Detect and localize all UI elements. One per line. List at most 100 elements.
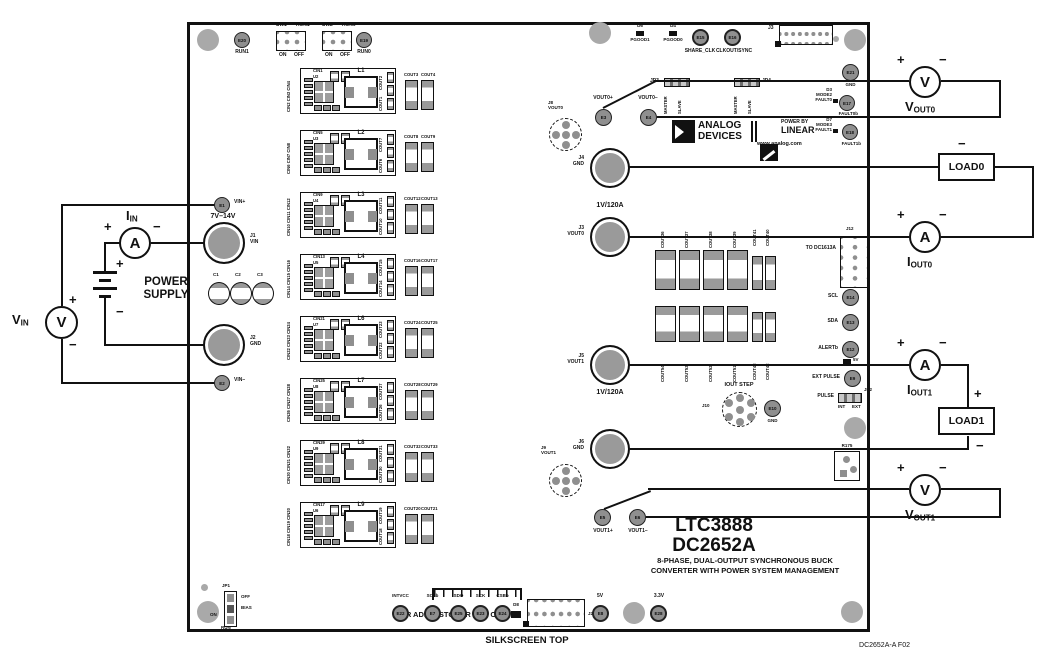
channel-inductor-label: L6: [357, 316, 365, 322]
cout-bank-label: COUT37: [684, 231, 689, 248]
vout1-plus: +: [897, 460, 905, 475]
channel-small-cap: [304, 276, 313, 280]
d8-label: D8: [513, 602, 519, 607]
channel-cout-cap: [387, 382, 394, 393]
wire-vin-left: [61, 339, 63, 384]
j2-gnd-terminal: [203, 324, 245, 366]
share-clk-label: SHARE_CLK: [684, 48, 716, 54]
wire-vout0-right: [999, 80, 1001, 118]
channel-cout-cap: [387, 395, 394, 406]
channel-cout-ext-cap: [421, 328, 434, 358]
channel-cap: [330, 195, 339, 206]
cout-bank-cap: [679, 306, 700, 342]
channel-side-refs: CIN22 CIN23 CIN24: [286, 322, 291, 360]
channel-cin-ref: CIN21: [313, 316, 325, 321]
wire-vout1-bottom: [646, 516, 1001, 518]
channel-cout-ext-cap: [405, 390, 418, 420]
input-cap: [208, 282, 230, 305]
channel-cout-cap: [387, 98, 394, 110]
c3-label: C3: [257, 272, 263, 277]
channel-cout-ext-cap: [421, 204, 434, 234]
channel-cout-cap: [387, 196, 394, 207]
channel-small-cap: [304, 530, 313, 534]
pgood1-label: PGOOD1: [630, 37, 650, 42]
iout0-meter-label: IOUT0: [907, 254, 933, 270]
channel-cout-ext-cap: [405, 514, 418, 544]
bottom-pad: E24: [494, 605, 511, 622]
channel-inductor-pad: [368, 87, 377, 98]
j5-rating-label: 1V/120A: [596, 389, 624, 396]
channel-small-cap: [332, 105, 340, 111]
channel-cout-cap: [387, 258, 394, 269]
channel-small-cap: [314, 105, 322, 111]
channel-cout-ext-cap: [405, 452, 418, 482]
channel-cin-ref: CIN1: [313, 68, 323, 73]
alertb-label: ALERTb: [818, 345, 838, 351]
cout-bank-label: COUT52: [708, 365, 713, 382]
channel-cin-ref: CIN29: [313, 440, 325, 445]
channel-small-cap: [323, 105, 331, 111]
channel-block-outline: [300, 254, 396, 300]
jp3-jumper: [664, 78, 690, 87]
vout1-minus: −: [939, 460, 947, 475]
j4-gnd-terminal: [590, 148, 630, 188]
channel-cout-label: COUT31: [378, 445, 383, 462]
jp1-off-label: OFF: [241, 594, 250, 599]
channel-inductor-pad: [368, 211, 377, 222]
channel-small-cap: [304, 288, 313, 292]
jp1-label: JP1: [222, 583, 231, 588]
wire-battery-bottom: [104, 298, 106, 345]
cout-bank-cap: [655, 306, 676, 342]
channel-cout-ext-cap: [421, 390, 434, 420]
wire-j6-load1: [628, 448, 969, 450]
channel-cap: [330, 505, 339, 516]
fiducial-dot: [833, 36, 839, 42]
wire-gnd-j2: [104, 344, 206, 346]
mounting-hole: [589, 22, 611, 44]
channel-small-cap: [304, 450, 313, 454]
channel-cout-cap: [387, 72, 394, 83]
channel-cout-ext-cap: [421, 142, 434, 172]
channel-side-refs: CIN6 CIN7 CIN8: [286, 143, 291, 174]
channel-inductor-label: L9: [357, 502, 365, 508]
channel-small-cap: [304, 214, 313, 218]
battery-plus: +: [116, 256, 124, 271]
channel-small-cap: [304, 102, 313, 106]
load0-box: LOAD0: [938, 153, 995, 181]
channel-small-cap: [304, 394, 313, 398]
cout-bank-cap: [655, 250, 676, 290]
j22-header: [527, 599, 585, 627]
e21-label: GND: [845, 82, 856, 87]
analog-url: www.analog.com: [757, 141, 802, 147]
channel-inductor-pad: [368, 273, 377, 284]
board-description-line1: 8-PHASE, DUAL-OUTPUT SYNCHRONOUS BUCK: [657, 556, 833, 565]
channel-block-outline: [300, 68, 396, 114]
channel-small-cap: [304, 78, 313, 82]
iout1-meter-label: IOUT1: [907, 382, 933, 398]
e6-vout1-minus-pad: E6: [629, 509, 646, 526]
channel-cap: [330, 381, 339, 392]
bottom-pad: E23: [472, 605, 489, 622]
vin-meter-label: VIN: [12, 312, 29, 328]
e19-run0-pad: E19: [356, 32, 372, 48]
channel-cap: [330, 71, 339, 82]
j10-iout-step-connector: [722, 392, 757, 427]
vout1-meter-label: VOUT1: [905, 507, 936, 523]
cout-bank-label: COUT41: [752, 229, 757, 246]
ruler-icon: [432, 588, 522, 600]
channel-cout-cap: [387, 320, 394, 331]
channel-small-cap: [304, 202, 313, 206]
sw1-switch: [276, 31, 306, 51]
channel-cout-ext-label: COUT13: [421, 196, 438, 201]
j22-label: J22: [588, 611, 596, 617]
channel-power-stage-chip: [314, 267, 334, 289]
iin-ammeter: A: [119, 227, 151, 259]
wire-vout1-right: [999, 488, 1001, 518]
channel-inductor-pad: [368, 149, 377, 160]
channel-cout-ext-label: COUT25: [421, 320, 438, 325]
